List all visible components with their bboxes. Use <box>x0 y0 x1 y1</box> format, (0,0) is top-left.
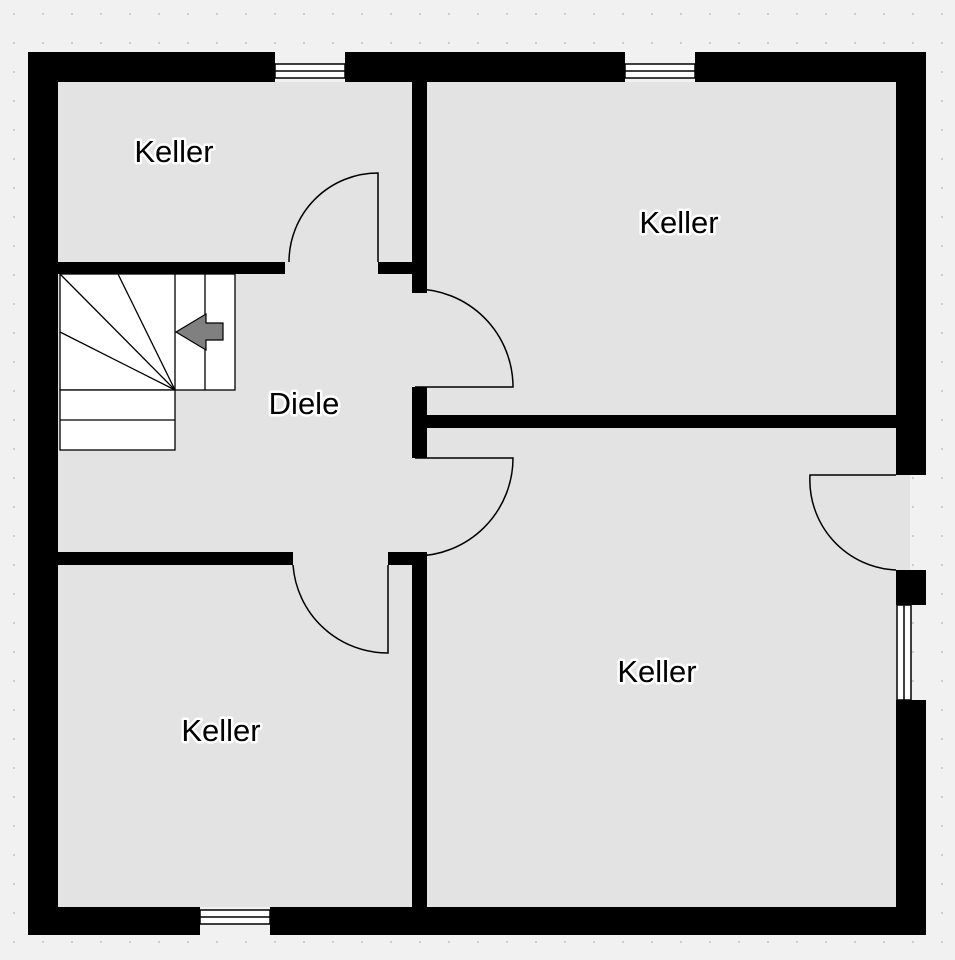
room-label-keller-top-right: Keller <box>639 205 718 240</box>
door-keller-top-left[interactable] <box>288 172 379 263</box>
window-bottom <box>199 909 271 925</box>
door-keller-top-right[interactable] <box>414 288 514 388</box>
exterior-door-opening <box>896 475 910 570</box>
room-label-keller-bottom-left: Keller <box>181 713 260 748</box>
window-top-right <box>624 63 696 79</box>
room-label-keller-bottom-right: Keller <box>617 654 696 689</box>
room-label-diele: Diele <box>269 386 340 421</box>
exterior-walls <box>28 52 926 935</box>
interior-walls <box>58 82 896 907</box>
floor <box>58 82 896 907</box>
window-top-left <box>274 63 346 79</box>
stair-direction-arrow-icon <box>174 312 224 352</box>
door-keller-bottom-right[interactable] <box>414 457 514 557</box>
door-keller-bottom-left[interactable] <box>292 564 389 654</box>
window-right <box>896 604 912 701</box>
exterior-door[interactable] <box>809 474 897 571</box>
room-label-keller-top-left: Keller <box>134 134 213 169</box>
